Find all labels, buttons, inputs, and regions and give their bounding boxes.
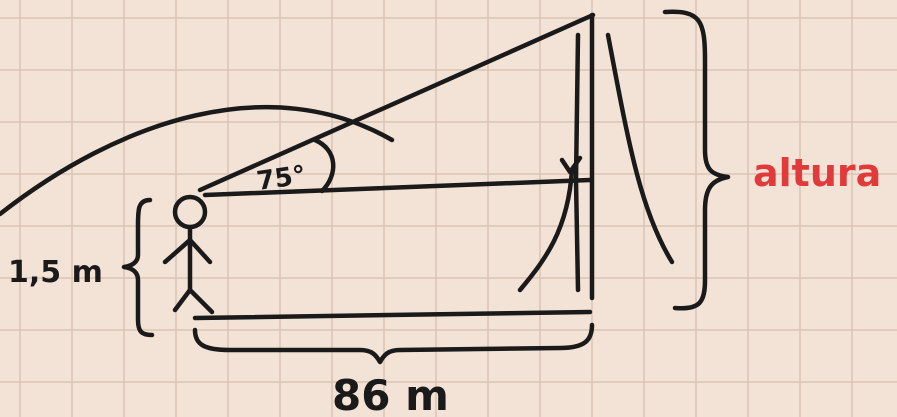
height-label: altura: [753, 151, 881, 195]
observer-height-brace: [121, 197, 155, 338]
person-head: [172, 194, 208, 230]
person-right-leg: [187, 287, 215, 315]
right-angle-mark: [559, 155, 583, 175]
angle-arc: [312, 137, 336, 194]
tower-inner-line: [573, 32, 581, 293]
tower-left-curve: [517, 167, 575, 293]
observer-height-label: 1,5 m: [8, 255, 103, 290]
person-right-arm: [187, 237, 213, 265]
person-left-leg: [172, 287, 193, 313]
line-of-sight: [197, 12, 596, 193]
distance-brace: [192, 322, 595, 365]
sweep-arc: [0, 104, 395, 217]
horizontal-eye-line: [202, 177, 593, 198]
person-left-arm: [162, 237, 193, 265]
ground-line: [192, 309, 593, 321]
angle-label: 75°: [255, 160, 308, 197]
person-figure: [162, 194, 215, 315]
tower-right-curve: [605, 32, 675, 265]
distance-label: 86 m: [332, 371, 449, 417]
height-brace: [662, 9, 731, 311]
